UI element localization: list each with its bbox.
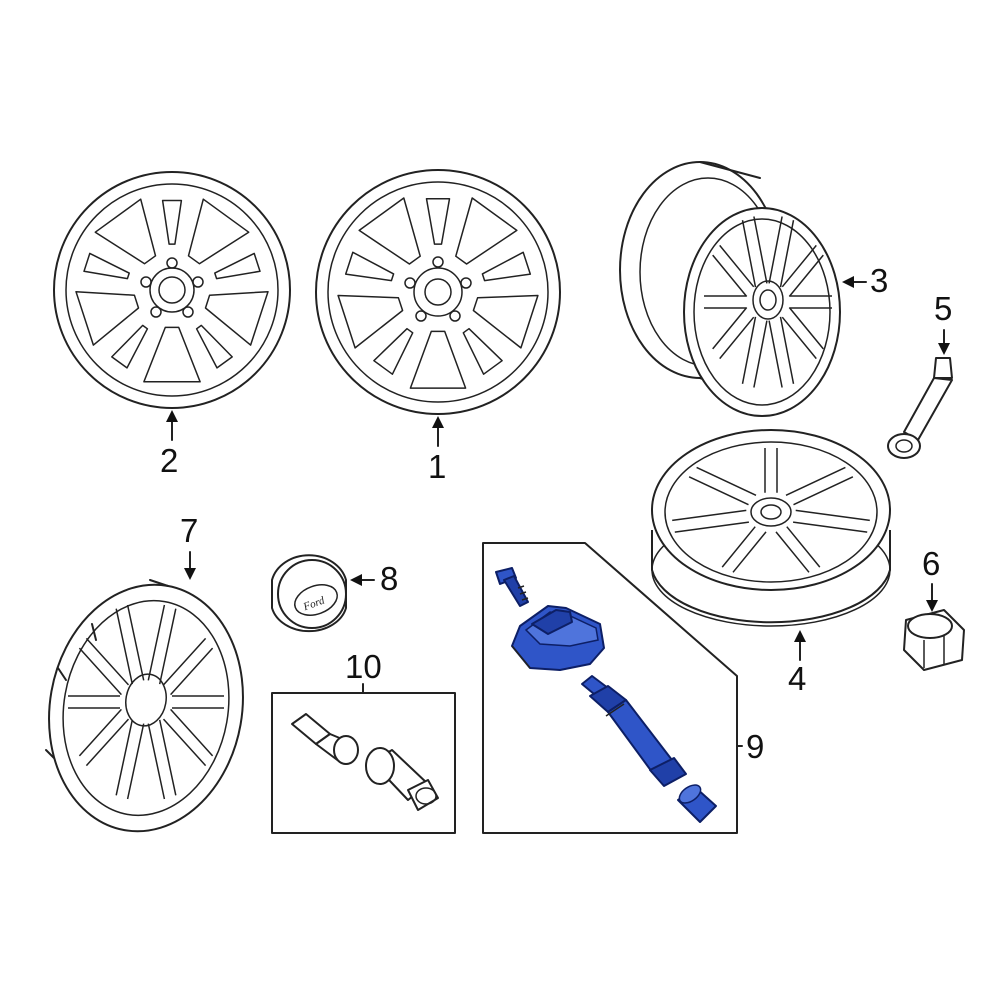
callout-5: 5	[934, 290, 952, 327]
spoke-window	[94, 198, 157, 265]
tpms-sensor-body-illustration[interactable]	[511, 605, 605, 671]
spoke-line	[147, 604, 177, 685]
spoke-line	[764, 448, 778, 493]
wheel-2-illustration[interactable]	[53, 171, 291, 409]
callout-2: 2	[160, 442, 178, 479]
lug-nut-illustration[interactable]	[903, 609, 965, 671]
spoke-window	[344, 251, 395, 282]
spoke-line	[741, 316, 768, 388]
spoke-line	[68, 695, 120, 709]
spoke-window	[204, 290, 269, 346]
spoke-window	[187, 198, 250, 265]
callout-8: 8	[380, 560, 398, 597]
callout-4: 4	[788, 660, 806, 697]
spoke-line	[781, 244, 824, 297]
spoke-window	[358, 197, 421, 265]
spoke-window	[75, 290, 140, 346]
spoke-window	[337, 294, 404, 349]
tpms-cap-illustration[interactable]	[676, 781, 717, 823]
spoke-window	[462, 327, 503, 375]
spoke-window	[373, 327, 414, 375]
spoke-line	[785, 466, 854, 506]
valve-stem-illustration[interactable]	[887, 357, 953, 459]
callout-10: 10	[345, 648, 382, 685]
spoke-line	[712, 307, 755, 360]
center-cap-illustration[interactable]: Ford	[271, 554, 347, 633]
spoke-window	[83, 252, 130, 280]
spoke-window	[409, 330, 467, 389]
spoke-window	[161, 199, 183, 245]
spoke-window	[111, 324, 149, 369]
lock-kit-frame	[271, 692, 456, 834]
spoke-line	[172, 695, 224, 709]
lock-key-illustration[interactable]	[365, 747, 439, 811]
callout-3: 3	[870, 262, 888, 299]
spoke-window	[214, 252, 261, 280]
callout-7: 7	[180, 512, 198, 549]
tpms-screw-illustration[interactable]	[495, 567, 529, 607]
tpms-valve-stem-illustration[interactable]	[581, 675, 687, 787]
spoke-window	[143, 326, 201, 383]
spoke-line	[115, 604, 145, 685]
spoke-line	[768, 316, 795, 388]
spoke-line	[781, 307, 824, 360]
spoke-window	[425, 197, 451, 245]
wheel-4-illustration[interactable]	[651, 429, 891, 627]
lock-nut-illustration[interactable]	[291, 713, 359, 765]
callout-1: 1	[428, 448, 446, 485]
spoke-line	[768, 216, 795, 288]
spoke-line	[688, 466, 757, 506]
spoke-window	[455, 197, 518, 265]
spoke-line	[162, 637, 214, 696]
spoke-window	[481, 251, 532, 282]
spoke-line	[704, 295, 746, 309]
spoke-window	[195, 324, 233, 369]
spoke-line	[721, 526, 767, 573]
spoke-line	[78, 708, 130, 767]
wheel-3-illustration[interactable]	[619, 161, 841, 417]
spoke-line	[115, 719, 145, 800]
spoke-line	[712, 244, 755, 297]
callout-6: 6	[922, 545, 940, 582]
spoke-line	[672, 509, 750, 533]
callout-9: 9	[746, 728, 764, 765]
wheel-cover-illustration[interactable]	[30, 569, 262, 847]
spoke-line	[147, 719, 177, 800]
spoke-line	[741, 216, 768, 288]
spoke-window	[472, 294, 539, 349]
spoke-line	[790, 295, 832, 309]
spoke-line	[792, 509, 870, 533]
wheel-1-illustration[interactable]	[315, 169, 561, 415]
spoke-line	[162, 708, 214, 767]
spoke-line	[78, 637, 130, 696]
tpms-kit-frame	[482, 542, 738, 834]
spoke-line	[775, 526, 821, 573]
